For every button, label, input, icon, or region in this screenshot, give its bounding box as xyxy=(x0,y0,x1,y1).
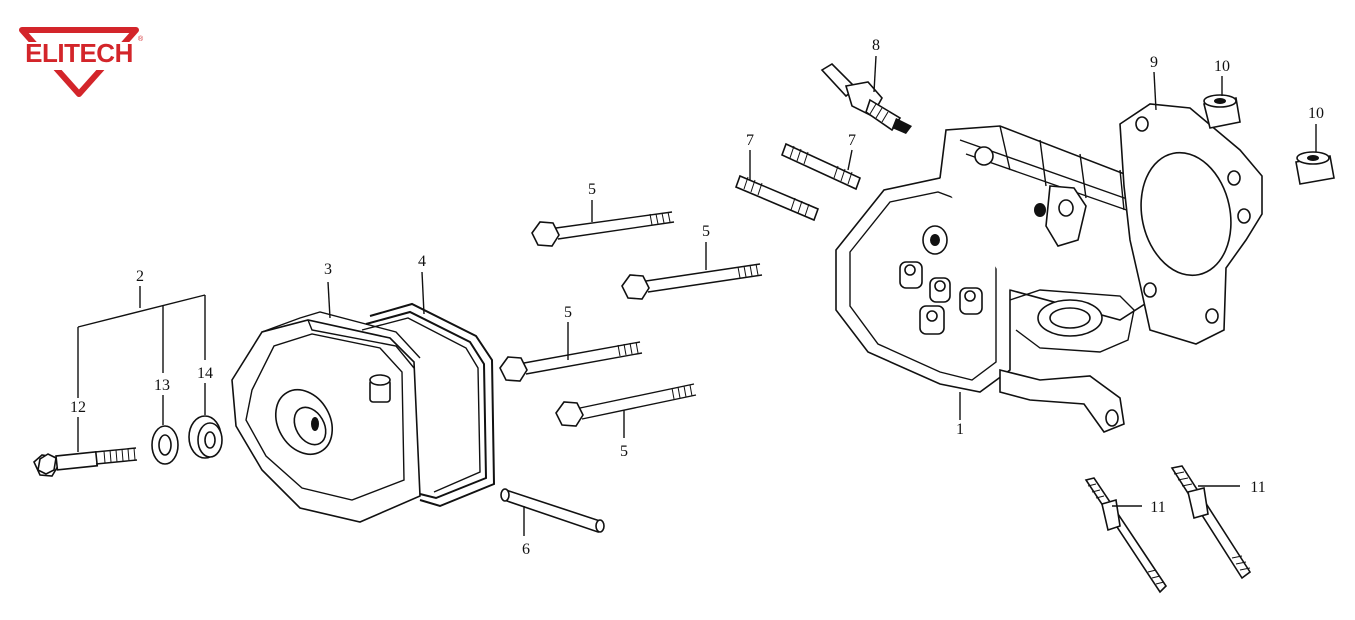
elitech-logo: ELITECH ® xyxy=(18,26,148,98)
callout-5-a: 5 xyxy=(588,181,596,198)
part-12-bolt xyxy=(33,447,138,477)
callout-6: 6 xyxy=(522,541,530,558)
part-11-stud-b xyxy=(1170,465,1252,580)
part-8-spark-plug xyxy=(820,62,912,134)
logo-triangle-icon xyxy=(18,27,142,97)
callout-3: 3 xyxy=(324,261,332,278)
logo-registered-mark: ® xyxy=(138,36,144,43)
callout-11-a: 11 xyxy=(1150,499,1165,516)
callout-8: 8 xyxy=(872,37,880,54)
callout-7-a: 7 xyxy=(746,132,754,149)
callout-11-b: 11 xyxy=(1250,479,1265,496)
part-1-cylinder-head xyxy=(835,125,1161,433)
callout-labels: 1 2 3 4 5 5 5 5 6 7 7 8 9 10 10 11 11 12… xyxy=(70,37,1324,558)
callout-7-b: 7 xyxy=(848,132,856,149)
leader-lines xyxy=(327,55,1317,536)
part-10-dowel-a xyxy=(1203,94,1241,129)
callout-13: 13 xyxy=(154,377,170,394)
callout-5-b: 5 xyxy=(702,223,710,240)
part-9-head-gasket xyxy=(1119,103,1263,345)
callout-2-bracket xyxy=(77,286,206,452)
callout-4: 4 xyxy=(418,253,426,270)
callout-5-d: 5 xyxy=(620,443,628,460)
logo-wordmark: ELITECH xyxy=(25,38,133,68)
callout-12: 12 xyxy=(70,399,86,416)
part-5-bolt-b xyxy=(621,263,763,300)
part-5-bolt-c xyxy=(499,341,643,382)
callout-10-a: 10 xyxy=(1214,58,1230,75)
part-5-bolt-d xyxy=(555,383,697,427)
callout-14: 14 xyxy=(197,365,213,382)
callout-10-b: 10 xyxy=(1308,105,1324,122)
part-7-stud-b xyxy=(780,142,862,191)
part-11-stud-a xyxy=(1084,477,1168,594)
part-7-stud-a xyxy=(734,174,820,222)
callout-1: 1 xyxy=(956,421,964,438)
part-6-rod xyxy=(500,488,605,534)
part-14-seal xyxy=(188,415,223,459)
part-13-washer xyxy=(151,425,179,465)
part-4-gasket xyxy=(361,302,496,508)
part-10-dowel-b xyxy=(1295,151,1335,185)
part-5-bolt-a xyxy=(531,211,675,247)
callout-9: 9 xyxy=(1150,54,1158,71)
callout-5-c: 5 xyxy=(564,304,572,321)
part-3-valve-cover xyxy=(231,311,421,523)
callout-2: 2 xyxy=(136,268,144,285)
